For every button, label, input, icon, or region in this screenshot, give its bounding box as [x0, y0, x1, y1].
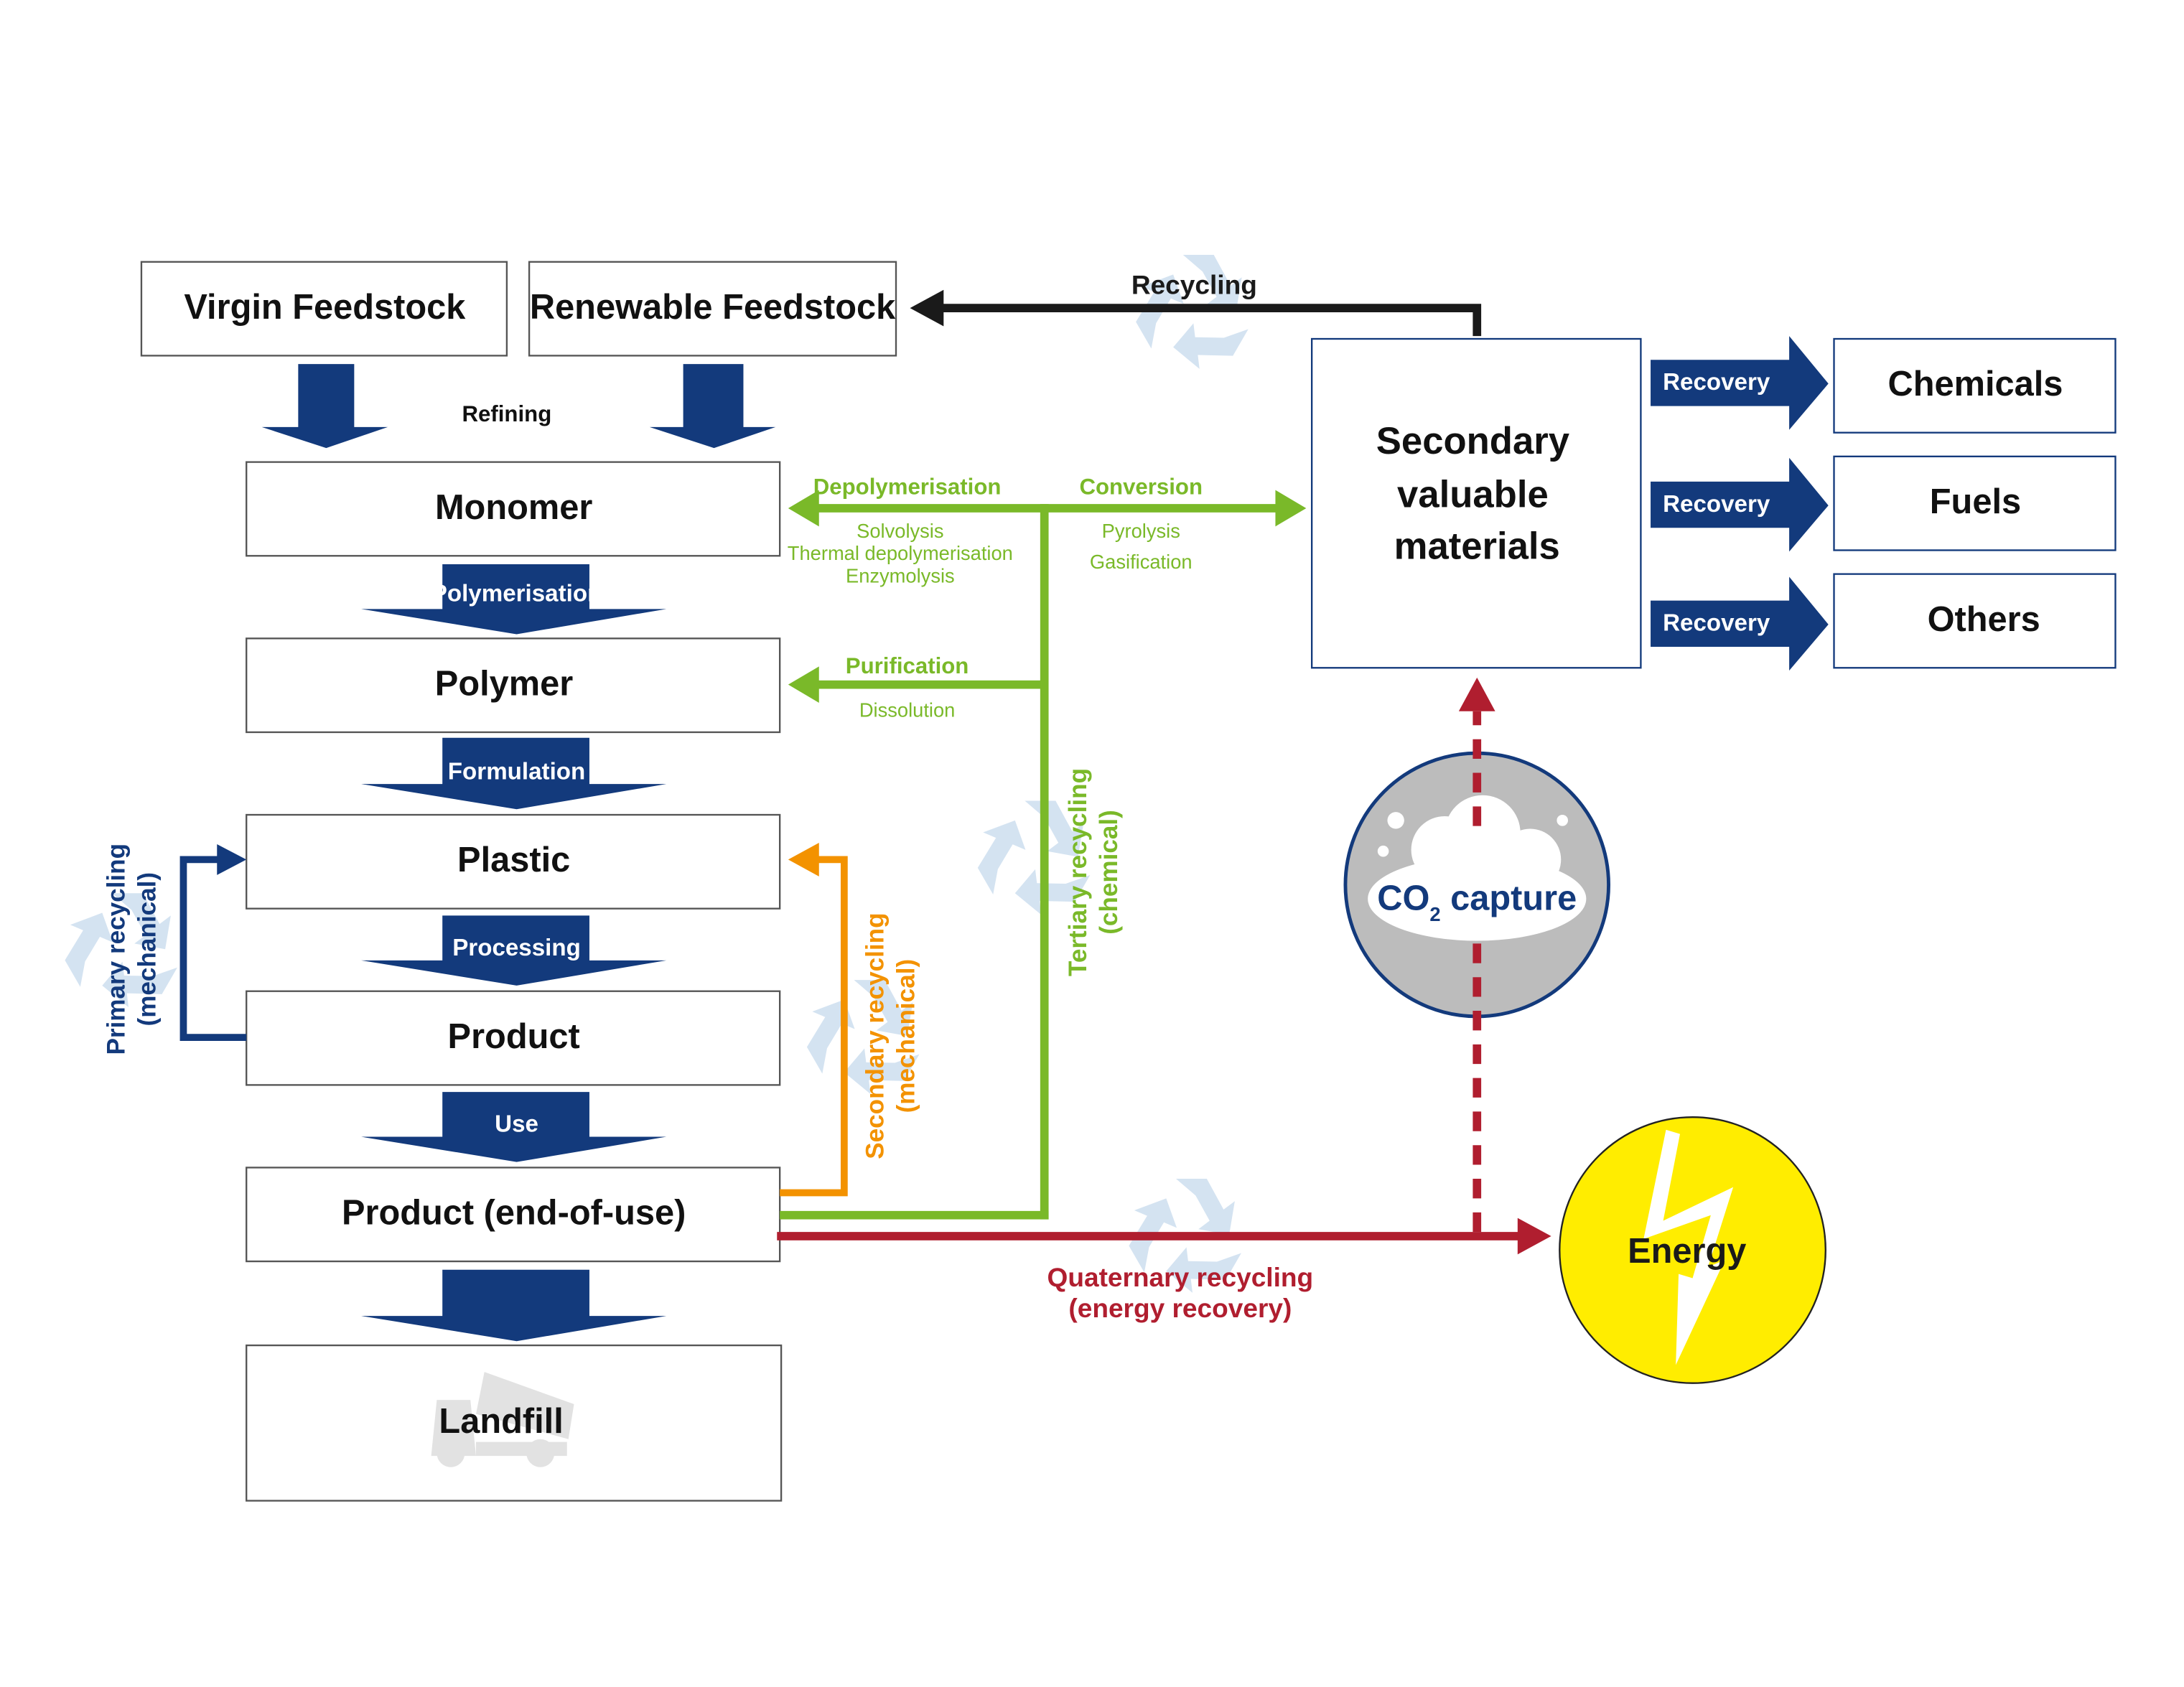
- refining-arrow-virgin: [261, 364, 388, 449]
- refining-label: Refining: [462, 401, 552, 426]
- recycling-label: Recycling: [1131, 270, 1257, 300]
- co2-capture-label: CO2 capture: [1377, 879, 1577, 926]
- monomer-label: Monomer: [435, 488, 592, 527]
- recovery-arrow: [1651, 457, 1829, 552]
- use-arrow: [361, 1092, 667, 1162]
- depolymerisation-arrowhead: [788, 490, 819, 527]
- fuels-label: Fuels: [1930, 482, 2021, 521]
- polymerisation-label: Polymerisation: [431, 581, 602, 607]
- plastic-label: Plastic: [457, 841, 570, 879]
- formulation-arrow: [361, 737, 667, 810]
- co2-capture-node: CO2 capture: [1343, 751, 1610, 1019]
- refining-arrow-renewable: [649, 364, 776, 449]
- recovery-label: Recovery: [1663, 491, 1770, 518]
- recovery-label: Recovery: [1663, 610, 1770, 637]
- recycling-arrow-line: [941, 304, 1482, 337]
- energy-node: Energy: [1559, 1116, 1826, 1384]
- end-of-use-box: Product (end-of-use): [246, 1167, 781, 1263]
- secondary-recycling-label: Secondary recycling (mechanical): [861, 912, 920, 1159]
- processing-arrow: [361, 915, 667, 986]
- recovery-fuels: Recovery Fuels: [1651, 455, 2117, 552]
- cloud-icon: [1368, 795, 1587, 941]
- purification-label: Purification: [846, 653, 969, 678]
- polymerisation-arrow: [361, 564, 667, 635]
- lightning-icon: [1643, 1129, 1734, 1365]
- polymer-box: Polymer: [246, 637, 781, 734]
- secondary-materials-box: Secondary valuable materials: [1310, 337, 1642, 669]
- purification-arrowhead: [788, 666, 819, 704]
- recovery-label: Recovery: [1663, 369, 1770, 396]
- virgin-feedstock-label: Virgin Feedstock: [184, 288, 466, 327]
- dump-truck-icon: [431, 1372, 574, 1467]
- pyrolysis-label: Pyrolysis: [1102, 520, 1180, 542]
- recovery-arrow: [1651, 576, 1829, 671]
- primary-label-line2: (mechanical): [133, 872, 161, 1027]
- secondary-recycling-path: [780, 856, 848, 1197]
- monomer-box: Monomer: [246, 461, 781, 557]
- primary-recycling-path: [179, 856, 247, 1041]
- secondary-label-line1: Secondary recycling: [861, 912, 889, 1159]
- end-of-use-label: Product (end-of-use): [342, 1194, 686, 1233]
- landfill-label: Landfill: [439, 1402, 563, 1441]
- renewable-feedstock-label: Renewable Feedstock: [530, 288, 896, 327]
- recovery-others: Recovery Others: [1651, 573, 2117, 671]
- enzymolysis-label: Enzymolysis: [846, 564, 955, 587]
- formulation-label: Formulation: [448, 758, 585, 785]
- quaternary-arrowhead: [1517, 1218, 1551, 1255]
- solvolysis-label: Solvolysis: [857, 520, 943, 542]
- virgin-feedstock-box: Virgin Feedstock: [140, 261, 508, 357]
- others-label: Others: [1928, 600, 2040, 639]
- landfill-arrow: [361, 1269, 667, 1342]
- dissolution-label: Dissolution: [859, 699, 956, 721]
- depolymerisation-label: Depolymerisation: [813, 474, 1002, 499]
- primary-label-line1: Primary recycling: [103, 844, 131, 1055]
- gasification-label: Gasification: [1090, 551, 1193, 573]
- thermal-depolymerisation-label: Thermal depolymerisation: [788, 542, 1013, 564]
- quaternary-recycling-line: [777, 1232, 1522, 1240]
- secondary-label-line2: (mechanical): [892, 959, 920, 1113]
- plastic-box: Plastic: [246, 813, 781, 910]
- landfill-box: Landfill: [246, 1344, 783, 1502]
- co2-arrowhead: [1458, 677, 1495, 711]
- conversion-label: Conversion: [1079, 474, 1203, 499]
- secondary-materials-line3: materials: [1394, 525, 1560, 567]
- tertiary-label-line1: Tertiary recycling: [1064, 768, 1092, 976]
- secondary-materials-line1: Secondary: [1376, 420, 1569, 462]
- quaternary-label-line2: (energy recovery): [1068, 1293, 1292, 1323]
- recovery-chemicals: Recovery Chemicals: [1651, 336, 2117, 434]
- renewable-feedstock-box: Renewable Feedstock: [528, 261, 897, 357]
- quaternary-label-line1: Quaternary recycling: [1047, 1262, 1314, 1292]
- conversion-arrowhead: [1275, 490, 1307, 527]
- tertiary-label-line2: (chemical): [1095, 810, 1123, 935]
- secondary-materials-line2: valuable: [1397, 473, 1549, 515]
- secondary-recycling-arrowhead: [788, 843, 819, 877]
- primary-recycling-arrowhead: [217, 844, 247, 875]
- product-label: Product: [448, 1017, 580, 1056]
- recovery-arrow: [1651, 336, 1829, 430]
- processing-label: Processing: [452, 935, 581, 961]
- polymer-label: Polymer: [435, 664, 573, 703]
- product-box: Product: [246, 990, 781, 1086]
- primary-recycling-label: Primary recycling (mechanical): [103, 844, 162, 1055]
- use-label: Use: [495, 1111, 538, 1138]
- chemicals-label: Chemicals: [1888, 365, 2063, 403]
- energy-label: Energy: [1628, 1232, 1746, 1271]
- recycling-arrowhead: [910, 289, 944, 327]
- tertiary-recycling-paths: [780, 490, 1307, 1220]
- tertiary-recycling-label: Tertiary recycling (chemical): [1064, 768, 1123, 976]
